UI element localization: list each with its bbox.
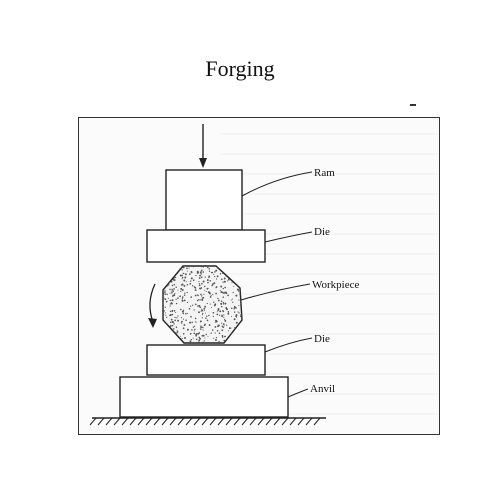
stray-mark [410, 104, 416, 106]
lower-die-block [146, 344, 266, 376]
leader-die-bottom [264, 337, 313, 353]
page-title: Forging [205, 56, 275, 81]
upper-die-block [146, 229, 266, 263]
rotation-arrow [148, 283, 157, 328]
leader-ram [241, 171, 313, 197]
label-die-top: Die [314, 226, 330, 238]
anvil-block [119, 376, 289, 418]
force-arrow [199, 124, 207, 168]
label-die-bottom: Die [314, 333, 330, 345]
label-anvil: Anvil [310, 383, 335, 395]
label-ram: Ram [314, 167, 335, 179]
ground-hatching [89, 417, 326, 426]
leader-die-top [264, 231, 313, 243]
ram-block [165, 169, 243, 231]
leader-workpiece [240, 283, 311, 301]
leader-anvil [287, 388, 309, 398]
label-workpiece: Workpiece [312, 279, 359, 291]
